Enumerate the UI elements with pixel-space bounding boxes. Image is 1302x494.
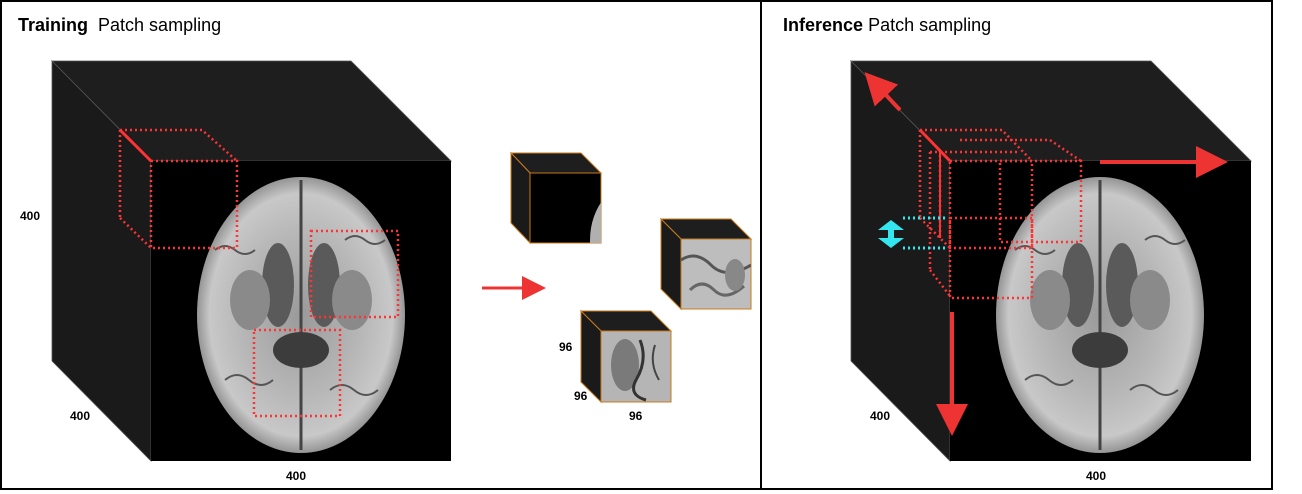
training-title: Training Patch sampling (18, 15, 221, 36)
sampled-patch-1 (509, 151, 603, 245)
sampled-patch-3 (579, 309, 673, 404)
training-dim-height: 400 (20, 209, 40, 223)
patch-dim-height: 96 (559, 340, 573, 354)
inference-title: Inference Patch sampling (783, 15, 991, 36)
training-title-bold: Training (18, 15, 89, 35)
training-patch-low (252, 328, 342, 418)
inference-patch-edge (918, 128, 952, 163)
brain-slice-image (197, 177, 405, 453)
training-dim-width: 400 (286, 469, 306, 483)
training-title-rest: Patch sampling (98, 15, 222, 35)
inference-title-rest: Patch sampling (868, 15, 992, 35)
training-dim-depth: 400 (70, 409, 90, 423)
training-volume-cube (51, 60, 452, 462)
brain-slice-image (996, 177, 1204, 453)
training-patch-mid (309, 229, 400, 319)
double-vertical-arrow-icon (878, 216, 945, 250)
inference-patch-outlines (918, 128, 1083, 300)
inference-volume-cube (850, 60, 1252, 462)
inference-title-bold: Inference (783, 15, 864, 35)
patch-dim-width: 96 (629, 409, 643, 423)
sampled-patch-2 (659, 217, 753, 311)
inference-dim-depth: 400 (870, 409, 890, 423)
diagonal-arrow-icon (864, 72, 902, 112)
training-patch-edge (118, 128, 153, 163)
training-patch-outlines (118, 128, 400, 418)
training-patch-corner (118, 128, 239, 250)
patch-dim-depth: 96 (574, 389, 588, 403)
inference-dim-width: 400 (1086, 469, 1106, 483)
